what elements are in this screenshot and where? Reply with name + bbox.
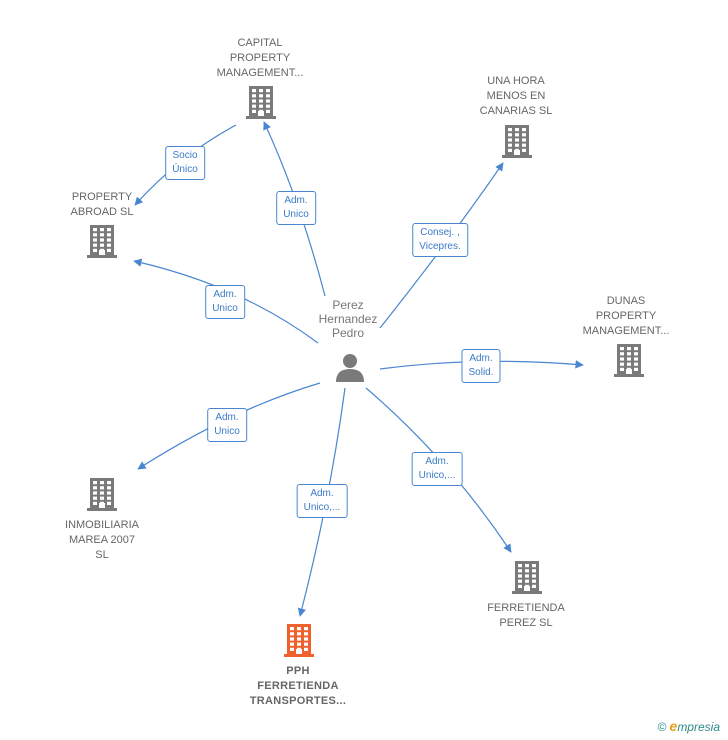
- edge-label-consej-vicepres[interactable]: Consej. ,Vicepres.: [412, 223, 468, 257]
- edge-label-adm-ferretienda[interactable]: Adm.Unico,...: [411, 452, 463, 486]
- edge-label-adm-pph[interactable]: Adm.Unico,...: [296, 484, 348, 518]
- building-icon-capital[interactable]: [246, 86, 276, 119]
- edge-label-adm-capital[interactable]: Adm.Unico: [276, 191, 316, 225]
- edge-label-adm-inmobiliaria[interactable]: Adm.Unico: [207, 408, 247, 442]
- edge-label-adm-property[interactable]: Adm.Unico: [205, 285, 245, 319]
- empresia-logo: ©empresia: [657, 718, 720, 734]
- edge-label-adm-solid[interactable]: Adm.Solid.: [461, 349, 501, 383]
- building-icon-ferretienda[interactable]: [512, 561, 542, 594]
- building-icon-property[interactable]: [87, 225, 117, 258]
- building-icon-dunas[interactable]: [614, 344, 644, 377]
- building-icon-unahora[interactable]: [502, 125, 532, 158]
- person-icon[interactable]: [336, 354, 364, 382]
- center-person-label: Perez Hernandez Pedro: [318, 298, 378, 340]
- building-icon-inmobiliaria[interactable]: [87, 478, 117, 511]
- building-icon-pph[interactable]: [284, 624, 314, 657]
